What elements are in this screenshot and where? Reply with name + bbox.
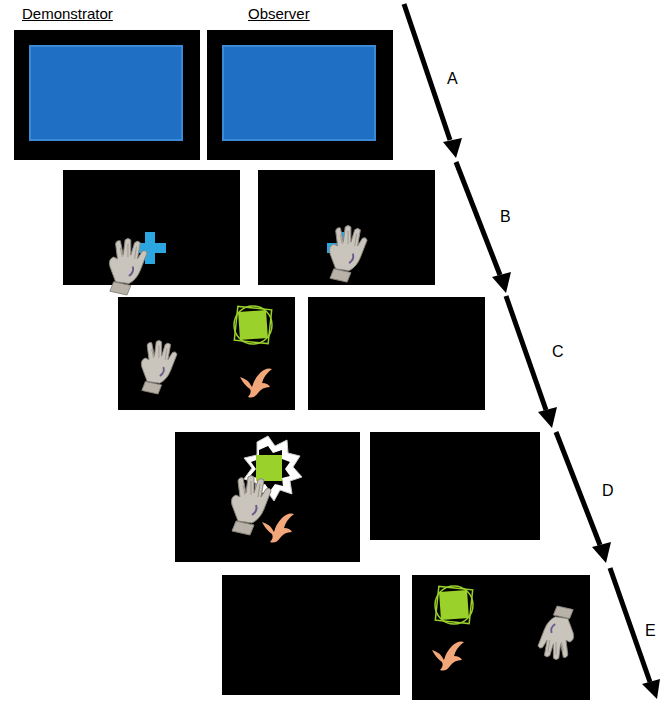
step-letter: C — [552, 343, 564, 361]
step-letter: A — [447, 70, 458, 88]
panel-header: Observer — [248, 6, 310, 23]
panel-header: Demonstrator — [22, 6, 113, 23]
step-letter: E — [645, 622, 656, 640]
step-letter: D — [602, 482, 614, 500]
step-letter: B — [500, 208, 511, 226]
